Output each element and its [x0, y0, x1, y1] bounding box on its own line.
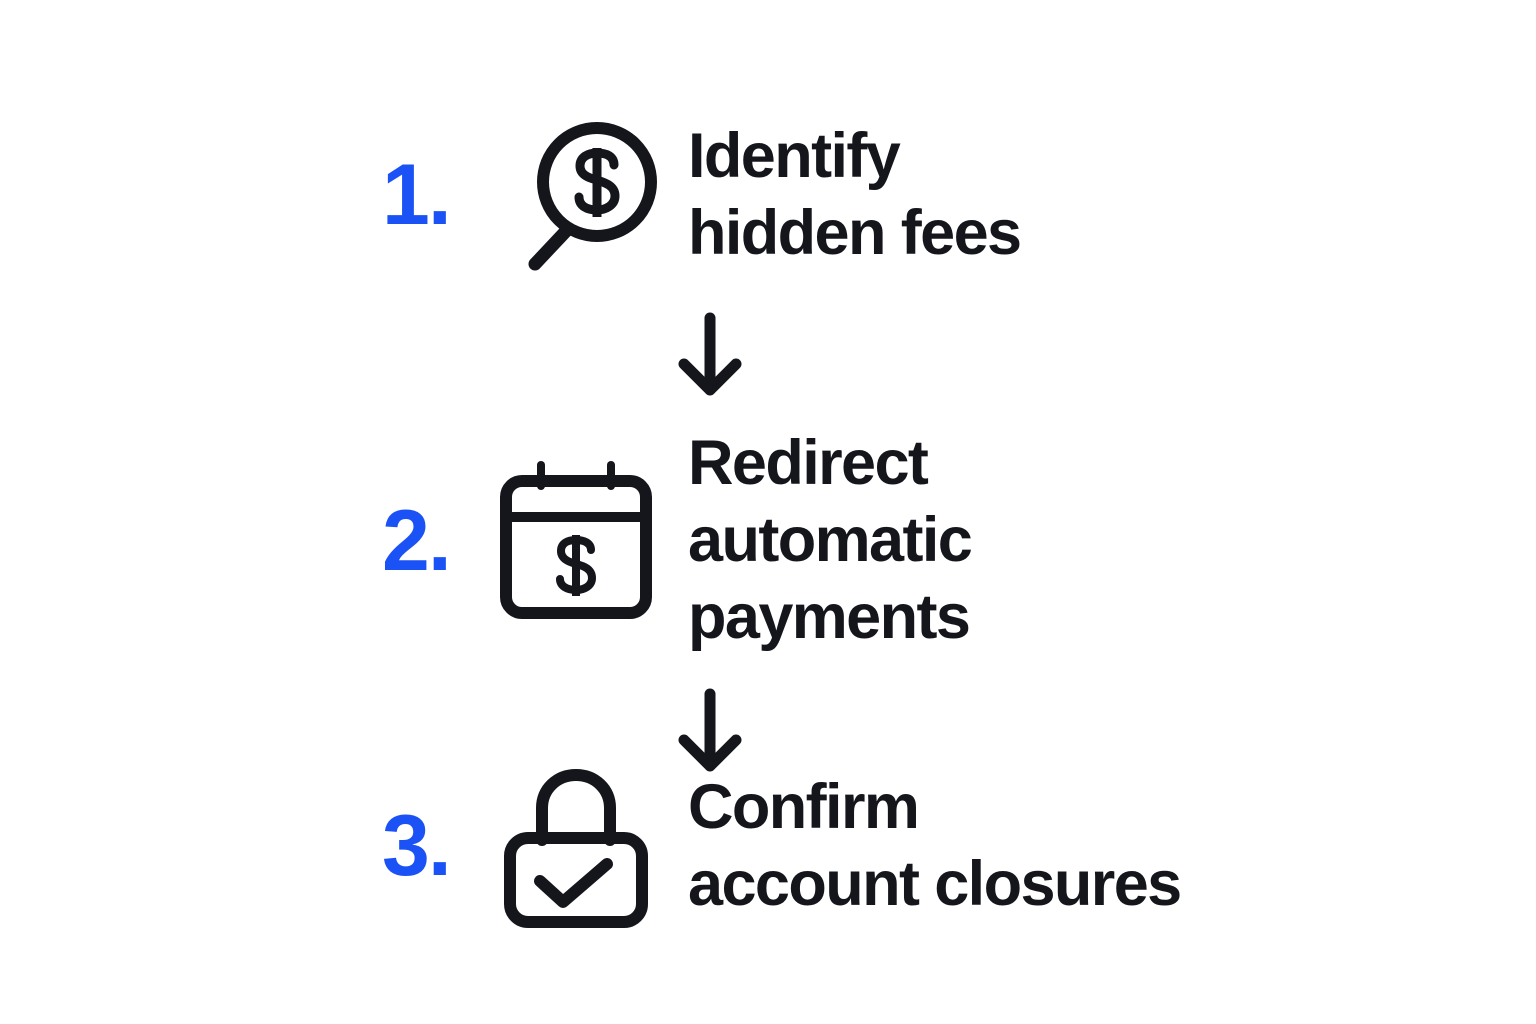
- step-item-2: 2. Redirect automatic payments: [382, 408, 973, 673]
- arrow-down-icon: [668, 688, 752, 778]
- step-label-2: Redirect automatic payments: [688, 428, 973, 652]
- calendar-dollar-icon: [486, 453, 666, 629]
- step-number-1: 1.: [382, 147, 452, 243]
- step-number-3: 3.: [382, 797, 452, 894]
- step-item-3: 3. Confirm account closures: [382, 718, 1182, 973]
- step-label-3: Confirm account closures: [688, 771, 1182, 919]
- step-item-1: 1. Identify hidden fees: [382, 100, 1022, 290]
- step-label-1: Identify hidden fees: [688, 121, 1022, 268]
- step-number-2: 2.: [382, 492, 452, 589]
- arrow-down-icon: [668, 312, 752, 402]
- lock-check-icon: [486, 758, 666, 934]
- magnifier-dollar-icon: [486, 107, 666, 283]
